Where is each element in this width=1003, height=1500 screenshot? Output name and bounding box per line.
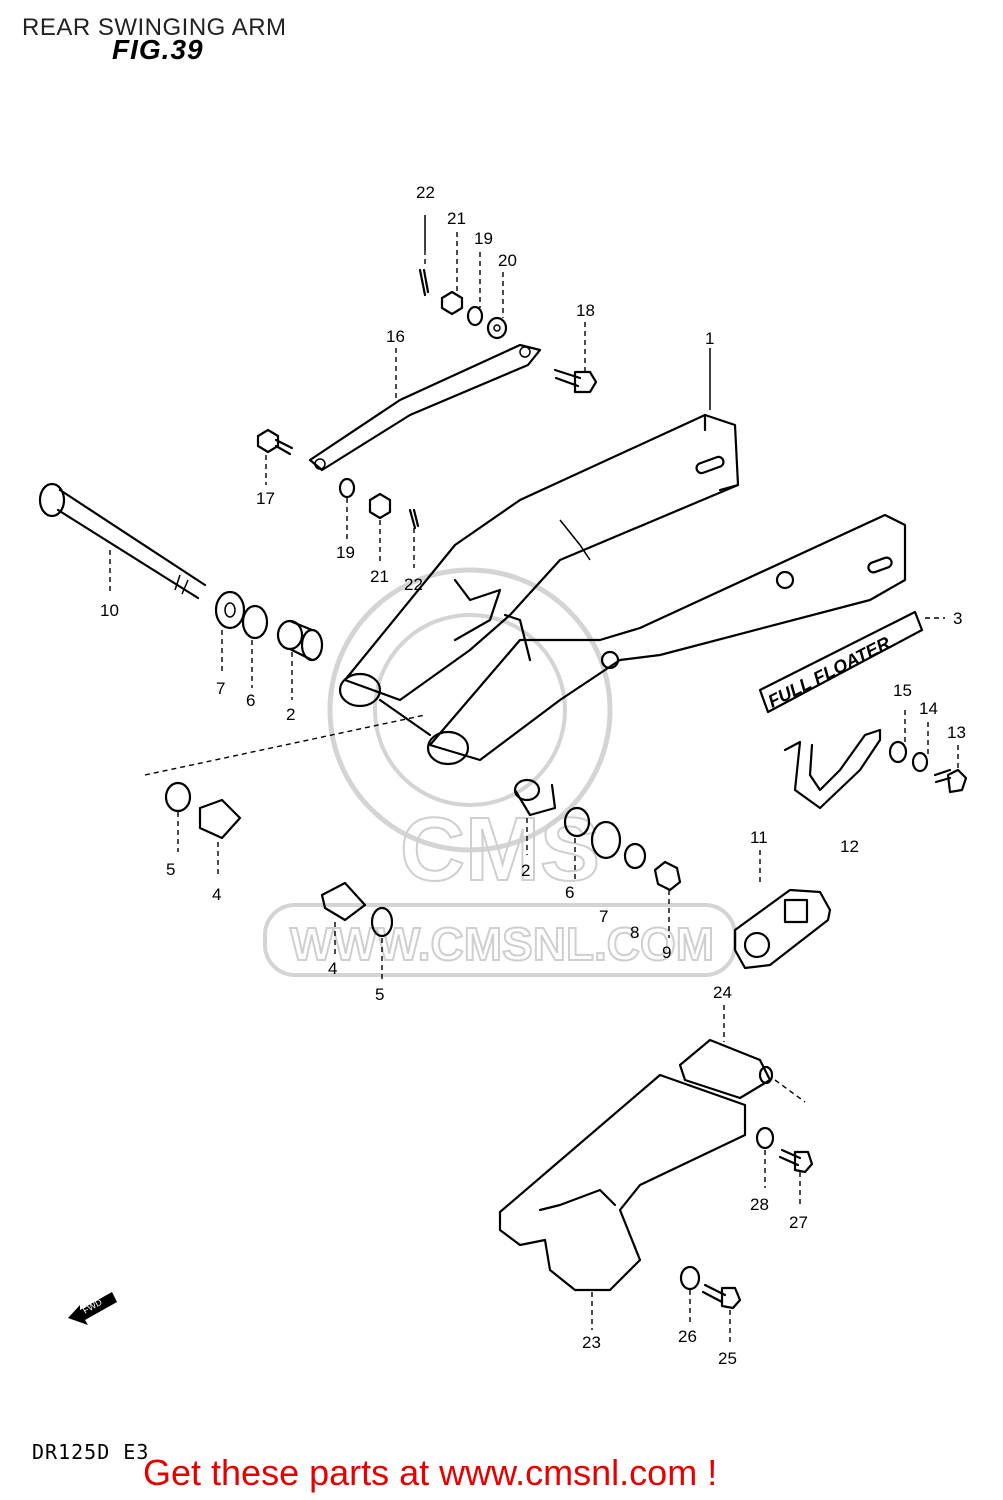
callout-21: 21 xyxy=(370,567,389,586)
tie-rod[interactable] xyxy=(308,343,542,472)
callout-22: 22 xyxy=(404,575,423,594)
callout-6: 6 xyxy=(565,883,574,902)
chain-case[interactable] xyxy=(498,1038,774,1292)
callout-25: 25 xyxy=(718,1349,737,1368)
watermark-logo: CMS xyxy=(400,800,600,900)
callout-13: 13 xyxy=(947,723,966,742)
callout-18: 18 xyxy=(576,301,595,320)
callout-9: 9 xyxy=(662,943,671,962)
watermark: CMS WWW.CMSNL.COM xyxy=(263,567,737,977)
figure-number: FIG.39 xyxy=(112,34,204,65)
page-title: REAR SWINGING ARM xyxy=(22,14,287,41)
callout-21: 21 xyxy=(447,209,466,228)
callout-4: 4 xyxy=(328,959,337,978)
callout-19: 19 xyxy=(336,543,355,562)
leader-lines xyxy=(109,215,959,1345)
model-code: DR125D E3 xyxy=(32,1440,150,1464)
callout-numbers: 22 21 19 20 18 16 1 17 19 21 22 10 3 7 6… xyxy=(100,183,966,1368)
callout-26: 26 xyxy=(678,1327,697,1346)
callout-27: 27 xyxy=(789,1213,808,1232)
cmsnl-link[interactable]: Get these parts at www.cmsnl.com ! xyxy=(143,1452,718,1493)
chain-buffer[interactable] xyxy=(783,728,882,810)
callout-2: 2 xyxy=(521,861,530,880)
swinging-arm[interactable] xyxy=(338,413,907,766)
callout-3: 3 xyxy=(953,609,962,628)
callout-14: 14 xyxy=(919,699,938,718)
callout-22: 22 xyxy=(416,183,435,202)
callout-4: 4 xyxy=(212,885,221,904)
callout-5: 5 xyxy=(166,860,175,879)
forward-arrow-icon: FWD xyxy=(68,1292,117,1325)
callout-7: 7 xyxy=(216,679,225,698)
callout-1: 1 xyxy=(705,329,714,348)
callout-6: 6 xyxy=(246,691,255,710)
watermark-url: WWW.CMSNL.COM xyxy=(290,918,714,970)
hardware[interactable] xyxy=(164,268,968,1310)
callout-10: 10 xyxy=(100,601,119,620)
callout-20: 20 xyxy=(498,251,517,270)
chain-case-cover[interactable] xyxy=(733,888,832,970)
callout-12: 12 xyxy=(840,837,859,856)
callout-23: 23 xyxy=(582,1333,601,1352)
callout-7: 7 xyxy=(599,907,608,926)
callout-19: 19 xyxy=(474,229,493,248)
callout-28: 28 xyxy=(750,1195,769,1214)
callout-16: 16 xyxy=(386,327,405,346)
callout-17: 17 xyxy=(256,489,275,508)
callout-8: 8 xyxy=(630,923,639,942)
callout-2: 2 xyxy=(286,705,295,724)
callout-15: 15 xyxy=(893,681,912,700)
callout-11: 11 xyxy=(750,828,768,847)
callout-5: 5 xyxy=(375,985,384,1004)
pivot-shaft[interactable] xyxy=(38,482,207,600)
decal-text: FULL FLOATER xyxy=(765,633,894,712)
callout-24: 24 xyxy=(713,983,732,1002)
